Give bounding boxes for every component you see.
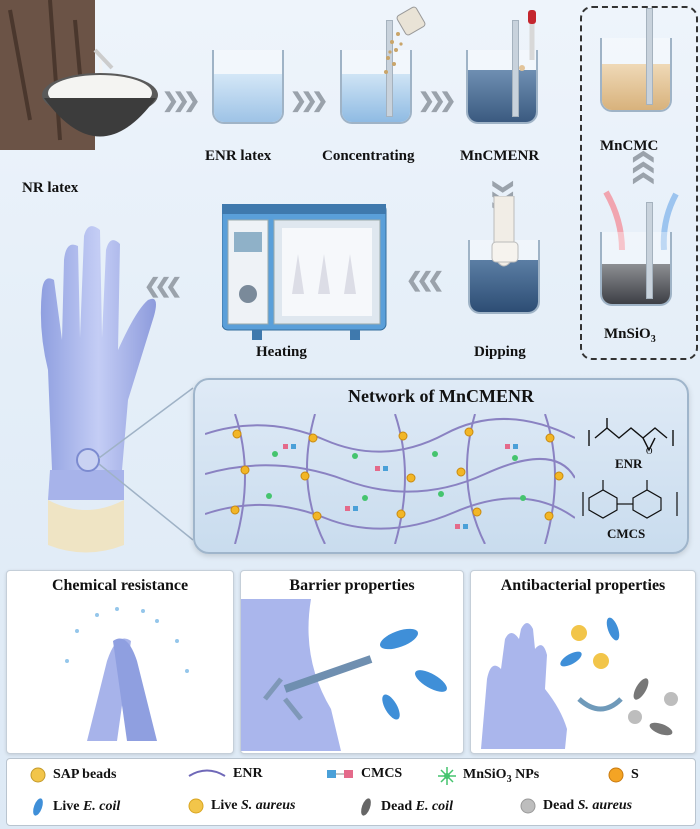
dead-saureus-icon	[520, 798, 536, 814]
glove-barrier-illustration	[241, 599, 447, 751]
legend-dead-ecoli: Dead E. coil	[357, 797, 453, 817]
arrow-left-icon: ❯❯❯	[412, 271, 445, 293]
heating-label: Heating	[256, 344, 307, 360]
barrier-properties-panel: Barrier properties	[240, 570, 464, 754]
enr-structure-label: ENR	[615, 456, 643, 471]
sulfur-icon	[608, 767, 624, 783]
arrow-icon: ❯❯❯	[418, 90, 456, 112]
crossed-gloves-splash-icon	[65, 607, 189, 741]
chemical-resistance-panel: Chemical resistance	[6, 570, 234, 754]
enr-latex-label: ENR latex	[205, 148, 272, 164]
legend-sulfur: S	[607, 766, 639, 784]
legend: SAP beads ENR CMCS MnSiO3 NPs S Live E. …	[6, 758, 696, 826]
live-ecoli-icon	[33, 798, 43, 816]
mncmenr-beaker	[466, 20, 538, 124]
heat-cool-streams-icon	[603, 190, 679, 250]
legend-sap-beads: SAP beads	[29, 766, 116, 784]
cmcs-structure-label: CMCS	[607, 526, 646, 541]
cmcs-icon	[327, 770, 353, 778]
legend-cmcs: CMCS	[325, 766, 402, 782]
pouring-particles-icon	[384, 6, 426, 74]
nr-latex-label: NR latex	[22, 180, 79, 196]
live-saureus-icon	[188, 798, 204, 814]
chemical-resistance-title: Chemical resistance	[51, 577, 189, 594]
barrier-properties-title: Barrier properties	[289, 577, 415, 594]
legend-live-saureus: Live S. aureus	[187, 797, 295, 815]
antibacterial-properties-title: Antibacterial properties	[500, 577, 666, 594]
mnsio3-label: MnSiO3	[604, 326, 656, 345]
arrow-up-icon: ❯❯❯	[631, 154, 654, 187]
network-panel: Network of MnCMENR	[193, 378, 689, 554]
enr-structure: O	[588, 418, 674, 456]
glove-mold-icon	[491, 196, 519, 267]
concentrating-label: Concentrating	[322, 148, 415, 164]
mncmc-beaker	[600, 8, 672, 112]
dipping-label: Dipping	[474, 344, 526, 360]
mnsio3-beaker	[600, 202, 672, 306]
mncmenr-label: MnCMENR	[460, 148, 540, 164]
oven-illustration	[222, 204, 387, 340]
cmcs-structure	[582, 480, 678, 519]
arrow-icon: ❯❯❯	[162, 90, 200, 112]
legend-enr: ENR	[187, 766, 263, 782]
legend-dead-saureus: Dead S. aureus	[519, 797, 632, 815]
dropper-icon	[519, 10, 536, 71]
legend-mnsio3-nps: MnSiO3 NPs	[437, 766, 539, 786]
enr-beaker	[212, 50, 284, 124]
glove-illustration	[40, 226, 194, 553]
svg-text:O: O	[646, 446, 653, 456]
sap-bead-icon	[30, 767, 46, 783]
polymer-network	[205, 414, 575, 544]
mncmc-preparation-box	[580, 6, 698, 360]
enr-chain-icon	[188, 769, 226, 777]
concentrating-beaker	[340, 20, 412, 124]
network-title: Network of MnCMENR	[348, 386, 534, 406]
dead-ecoli-icon	[361, 798, 371, 816]
mnsio3-np-icon	[438, 767, 456, 785]
arrow-icon: ❯❯❯	[290, 90, 328, 112]
nr-latex-illustration	[0, 0, 158, 150]
antibacterial-properties-panel: Antibacterial properties	[470, 570, 696, 754]
legend-live-ecoli: Live E. coil	[29, 797, 120, 817]
antibacterial-illustration	[481, 617, 678, 749]
mncmc-label: MnCMC	[600, 138, 659, 154]
